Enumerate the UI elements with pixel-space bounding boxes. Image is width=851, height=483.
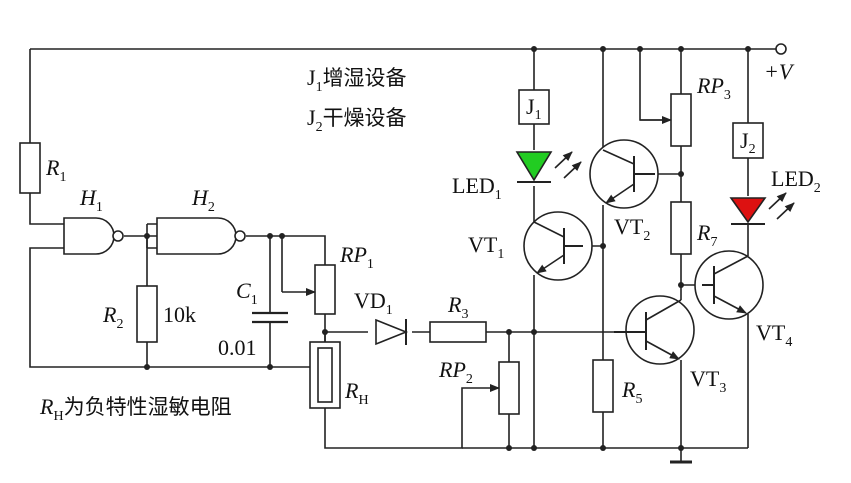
rh-label: RH bbox=[344, 378, 369, 408]
r1-wire bbox=[29, 49, 64, 225]
j1-relay-label: J1 bbox=[526, 94, 542, 123]
rp3-label: RP3 bbox=[696, 73, 731, 103]
junctions bbox=[144, 46, 751, 451]
vt3-transistor bbox=[614, 295, 695, 365]
led1-label: LED1 bbox=[452, 173, 502, 203]
rp1-label: RP1 bbox=[339, 242, 374, 272]
vt2-label: VT2 bbox=[614, 214, 650, 244]
j2-relay-label: J2 bbox=[740, 128, 756, 157]
rp3-potentiometer bbox=[670, 93, 692, 147]
note-j1-humidifier: J1增湿设备 bbox=[307, 65, 407, 95]
r7-label: R7 bbox=[696, 220, 717, 250]
r2-resistor bbox=[136, 285, 158, 343]
supply-label: +V bbox=[764, 59, 795, 84]
rp1-potentiometer bbox=[314, 264, 336, 315]
h2-label: H2 bbox=[191, 185, 215, 215]
r5-label: R5 bbox=[621, 377, 642, 407]
vt2-transistor bbox=[589, 139, 659, 209]
c1-capacitor bbox=[252, 311, 288, 324]
vd1-diode bbox=[375, 318, 409, 346]
rp2-label: RP2 bbox=[438, 357, 473, 387]
note-j2-dryer: J2干燥设备 bbox=[307, 105, 407, 135]
r2-value: 10k bbox=[163, 302, 196, 327]
vt3-label: VT3 bbox=[690, 366, 726, 396]
r3-resistor bbox=[429, 321, 487, 343]
led2-label: LED2 bbox=[771, 166, 821, 196]
led1 bbox=[515, 151, 582, 183]
r1-label: R1 bbox=[45, 155, 66, 185]
rh-sensor-inner bbox=[317, 347, 333, 403]
j1-relay bbox=[518, 89, 550, 125]
h2-output-wire bbox=[246, 235, 326, 265]
rp3-top-wire bbox=[639, 49, 662, 121]
r5-resistor bbox=[592, 359, 614, 413]
c1-value: 0.01 bbox=[218, 335, 257, 360]
r1-resistor bbox=[19, 142, 41, 194]
h2-nand-gate bbox=[146, 217, 246, 255]
vd1-label: VD1 bbox=[354, 288, 393, 318]
vt4-label: VT4 bbox=[756, 320, 792, 350]
led2 bbox=[729, 192, 795, 225]
rp2-potentiometer bbox=[498, 361, 520, 415]
r7-resistor bbox=[670, 201, 692, 255]
rp2-wiper bbox=[461, 384, 500, 398]
supply-terminal bbox=[775, 43, 787, 55]
c1-label: C1 bbox=[236, 278, 258, 308]
vt1-label: VT1 bbox=[468, 232, 504, 262]
j2-relay bbox=[732, 122, 764, 159]
vt4-transistor bbox=[694, 250, 764, 320]
r2-label: R2 bbox=[102, 302, 123, 332]
h1-label: H1 bbox=[79, 185, 103, 215]
vt1-transistor bbox=[523, 211, 593, 281]
h1-nand-gate bbox=[63, 217, 124, 255]
note-rh-description: RH为负特性湿敏电阻 bbox=[39, 394, 232, 424]
r3-label: R3 bbox=[447, 292, 468, 322]
